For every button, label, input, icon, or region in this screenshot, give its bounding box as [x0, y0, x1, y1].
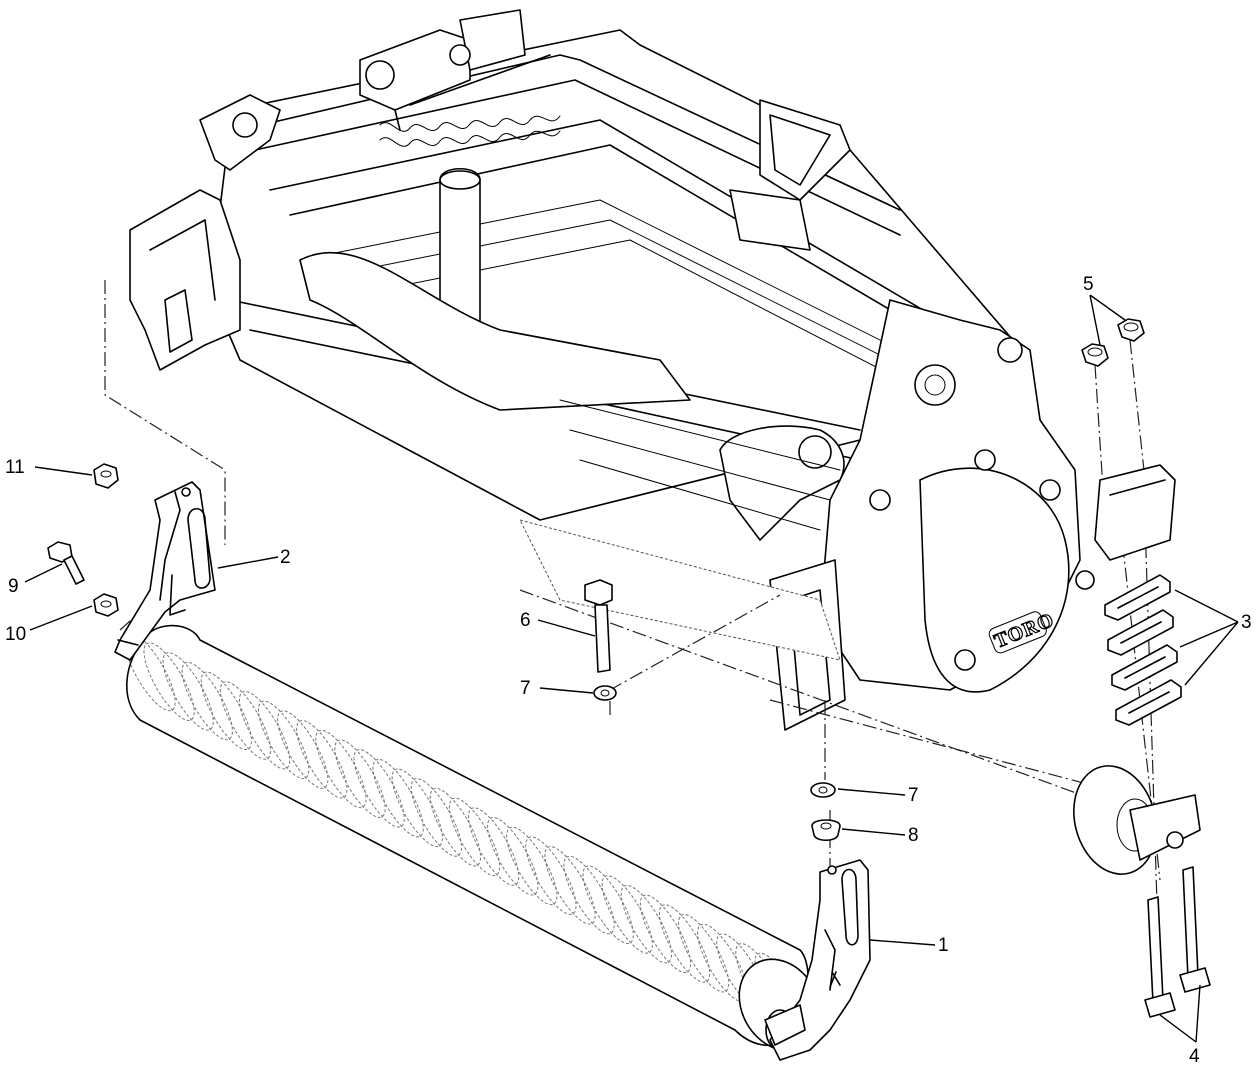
roller-groove — [506, 826, 558, 906]
bracket-flange-nut — [93, 463, 119, 489]
roller-groove — [258, 700, 310, 780]
roller-groove — [620, 884, 672, 964]
roller-groove — [658, 904, 711, 983]
roller-groove — [162, 652, 214, 731]
roller-groove — [315, 729, 367, 809]
callout-5: 5 — [1083, 274, 1094, 295]
bracket-nut — [93, 593, 119, 617]
roller-groove — [582, 865, 634, 944]
roller-grooves — [124, 632, 806, 1032]
roller-groove — [601, 875, 653, 954]
shim-stack — [1104, 574, 1182, 726]
roller-groove — [372, 758, 424, 838]
roller-groove — [544, 846, 596, 925]
roller-groove — [639, 894, 692, 974]
callout-9: 9 — [8, 576, 19, 597]
callout-6: 6 — [520, 610, 531, 631]
roller-groove — [678, 913, 730, 993]
callout-10: 10 — [5, 624, 26, 645]
callout-labels: 1 2 3 4 5 6 7 7 8 9 10 11 — [5, 274, 1252, 1067]
roller-groove — [296, 720, 348, 799]
callout-7-left: 7 — [520, 678, 531, 699]
bottom-bolts — [1144, 866, 1211, 1018]
left-roller-bracket — [114, 481, 216, 661]
roller-groove — [697, 923, 749, 1003]
roller-groove — [487, 816, 539, 896]
right-roller-end — [1073, 464, 1201, 875]
roller-groove — [563, 855, 615, 935]
callout-7-right: 7 — [908, 785, 919, 806]
roller-groove — [525, 836, 577, 915]
callout-4: 4 — [1189, 1046, 1200, 1067]
roller-groove — [353, 749, 405, 828]
roller-groove — [238, 690, 291, 770]
callout-11: 11 — [5, 457, 25, 478]
pivot-washer — [593, 685, 617, 701]
callout-2: 2 — [280, 547, 291, 568]
bracket-bolt — [47, 541, 85, 585]
pivot-bolt — [584, 579, 613, 673]
leader-lines — [24, 294, 1239, 1043]
callout-3: 3 — [1241, 612, 1252, 633]
bracket-washer — [810, 782, 836, 798]
right-roller-bracket — [764, 859, 871, 1061]
callout-8: 8 — [908, 825, 919, 846]
roller-groove — [468, 807, 520, 886]
roller-groove — [219, 681, 272, 760]
callout-1: 1 — [938, 935, 949, 956]
adjuster-spring — [379, 115, 561, 147]
roller-groove — [181, 661, 233, 741]
top-nuts — [1081, 318, 1145, 367]
roller-groove — [429, 787, 482, 867]
roller-groove — [448, 797, 501, 877]
bracket-spacer — [811, 819, 841, 842]
roller-groove — [391, 768, 443, 848]
roller-groove — [334, 739, 386, 818]
roller-groove — [200, 671, 252, 751]
roller-groove — [143, 642, 195, 721]
roller-groove — [277, 710, 329, 789]
front-roller — [124, 624, 822, 1052]
roller-groove — [410, 778, 462, 857]
cutting-unit-frame: TORO — [129, 9, 1095, 731]
